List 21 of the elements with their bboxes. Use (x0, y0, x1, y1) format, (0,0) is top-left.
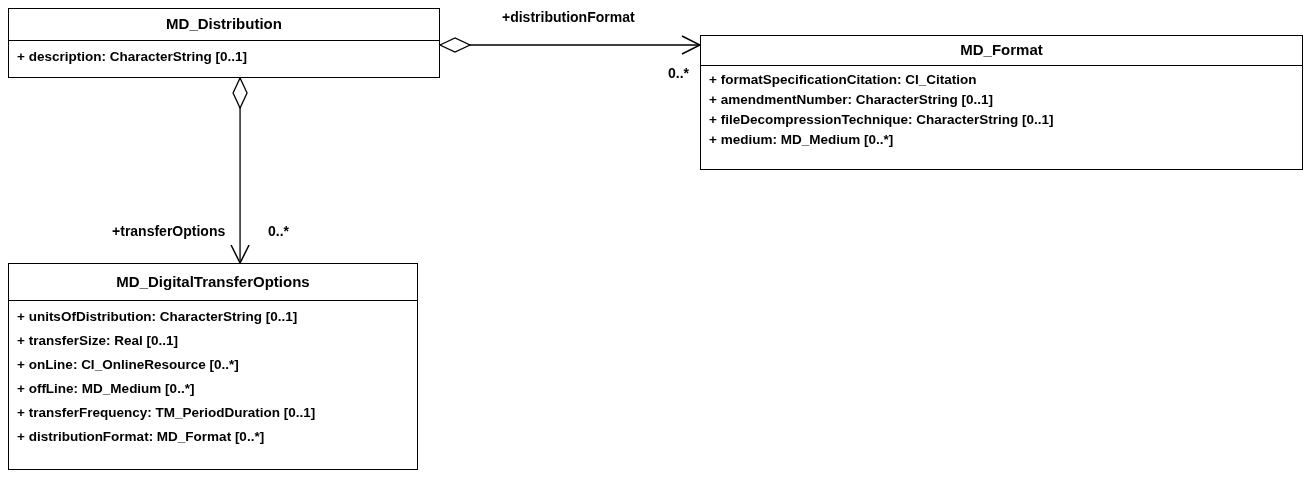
attribute-text: + onLine: CI_OnlineResource [0..*] (17, 356, 239, 374)
attribute-text: + amendmentNumber: CharacterString [0..1] (709, 91, 993, 109)
attribute-text: + medium: MD_Medium [0..*] (709, 131, 894, 149)
attribute-text: + formatSpecificationCitation: CI_Citation (709, 71, 977, 89)
aggregation-arrow (230, 77, 250, 264)
aggregation-arrow (439, 35, 701, 55)
class-name: MD_Distribution (166, 14, 282, 35)
attribute-text: + description: CharacterString [0..1] (17, 48, 247, 66)
class-box (8, 263, 418, 470)
class-name: MD_DigitalTransferOptions (116, 271, 310, 292)
multiplicity-label: 0..* (268, 222, 289, 241)
attribute-text: + unitsOfDistribution: CharacterString [0..1] (17, 308, 298, 326)
attribute-text: + transferSize: Real [0..1] (17, 332, 178, 350)
class-box (700, 35, 1303, 170)
class-box (8, 8, 440, 78)
class-name: MD_Format (960, 40, 1043, 61)
multiplicity-label: 0..* (668, 64, 689, 83)
attribute-text: + transferFrequency: TM_PeriodDuration [0..1] (17, 404, 316, 422)
attribute-text: + offLine: MD_Medium [0..*] (17, 380, 195, 398)
attribute-text: + distributionFormat: MD_Format [0..*] (17, 428, 265, 446)
attribute-text: + fileDecompressionTechnique: CharacterString [0..1] (709, 111, 1054, 129)
